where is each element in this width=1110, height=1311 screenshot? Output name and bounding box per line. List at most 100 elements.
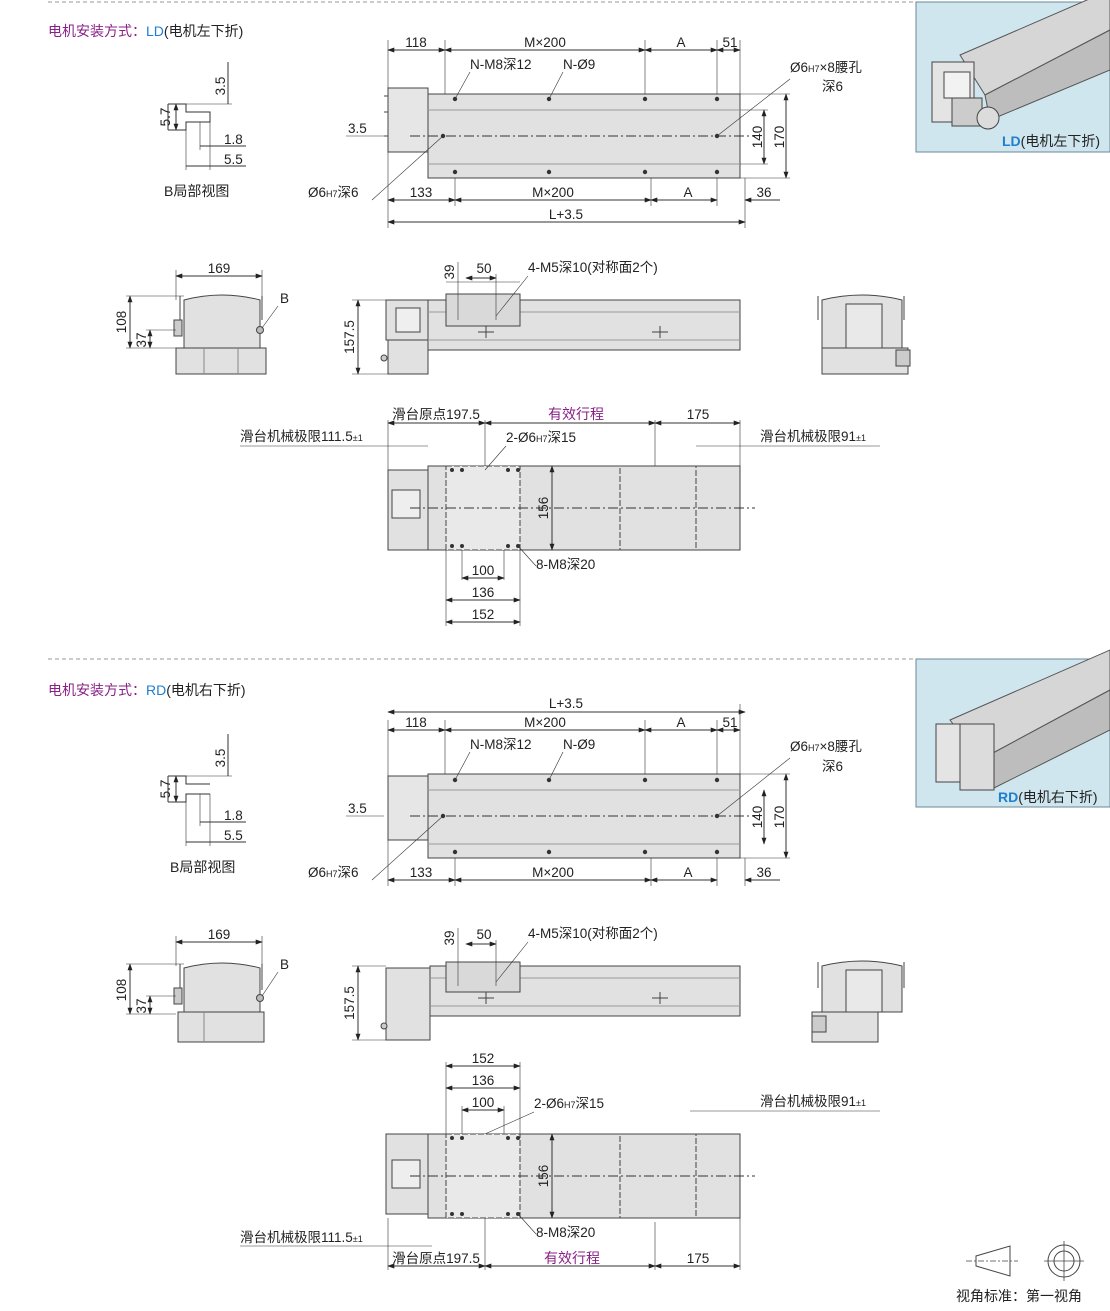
dim-3.5: 3.5 [348,801,367,816]
dim-100: 100 [472,1095,495,1110]
callout-n9: N-Ø9 [563,737,595,752]
iso-thumbnail: LD(电机左下折) [915,0,1110,153]
dim-b-5.7: 5.7 [158,108,173,127]
callout-pin2: 2-Ø6H7深15 [506,430,576,445]
b-detail-view: 3.5 5.7 1.8 5.5 B局部视图 [158,734,246,875]
callout-slot-depth: 深6 [822,79,843,94]
dim-b-3.5: 3.5 [213,77,228,96]
dim-36: 36 [756,185,771,200]
label-stroke: 有效行程 [548,406,604,422]
dim-51: 51 [722,35,737,50]
dim-136: 136 [472,585,495,600]
dim-a: A [676,35,685,50]
dim-51: 51 [722,715,737,730]
dim-39: 39 [442,930,457,945]
dim-140: 140 [750,126,765,149]
dim-a-bottom: A [683,185,692,200]
dim-3.5: 3.5 [348,121,367,136]
top-view: L+3.5 118 M×200 A 51 N-M8深12 [308,696,862,886]
plan-view: 滑台原点197.5 有效行程 175 滑台机械极限111.5±1 滑台机械极限9… [240,406,880,626]
dim-l35: L+3.5 [549,696,583,711]
dim-140: 140 [750,806,765,829]
dim-169: 169 [208,261,231,276]
section-ld: 电机安装方式：LD(电机左下折) LD(电机左下折) 3.5 5.7 [48,0,1110,626]
b-view-title: B局部视图 [170,859,235,875]
mount-heading: 电机安装方式：LD(电机左下折) [48,23,243,39]
callout-slot-depth: 深6 [822,759,843,774]
dim-b-1.8: 1.8 [224,808,243,823]
b-detail-view: 3.5 5.7 1.8 5.5 B局部视图 [158,62,246,199]
callout-m8x8: 8-M8深20 [536,557,595,572]
left-limit: 滑台机械极限111.5±1 [240,1230,363,1245]
dim-118: 118 [405,715,427,730]
mount-heading: 电机安装方式：RD(电机右下折) [48,682,246,698]
dim-100: 100 [472,563,495,578]
dim-a: A [676,715,685,730]
label-b: B [280,291,289,306]
side-view: 50 39 4-M5深10(对称面2个) 157.5 [342,260,741,375]
dim-170: 170 [772,126,787,149]
right-limit: 滑台机械极限91±1 [760,429,866,444]
dim-50: 50 [476,927,491,942]
dim-b-5.7: 5.7 [158,780,173,799]
dim-169: 169 [208,927,231,942]
label-stroke: 有效行程 [544,1250,600,1266]
dim-175: 175 [687,1251,710,1266]
callout-n9: N-Ø9 [563,57,595,72]
dim-b-3.5: 3.5 [213,749,228,768]
dim-m200: M×200 [524,35,566,50]
view-standard: 视角标准：第一视角 [956,1288,1082,1304]
callout-m8x8: 8-M8深20 [536,1225,595,1240]
callout-pin: Ø6H7深6 [308,865,359,880]
dim-37: 37 [134,332,149,347]
plan-view: 152 136 100 2-Ø6H7深15 滑台机械极限91±1 156 8-M… [240,1051,880,1270]
projection-symbol: 视角标准：第一视角 [956,1241,1084,1304]
dim-152: 152 [472,607,495,622]
dim-118: 118 [405,35,427,50]
dim-a-bottom: A [683,865,692,880]
callout-slot: Ø6H7×8腰孔 [790,60,862,75]
right-limit: 滑台机械极限91±1 [760,1094,866,1109]
dim-b-5.5: 5.5 [224,152,243,167]
left-limit: 滑台机械极限111.5±1 [240,429,363,444]
callout-nm8: N-M8深12 [470,57,532,72]
dim-l35: L+3.5 [549,207,583,222]
dim-origin: 滑台原点197.5 [392,1251,480,1266]
dim-136: 136 [472,1073,495,1088]
side-view: 50 39 4-M5深10(对称面2个) 157.5 [342,926,741,1041]
callout-m5: 4-M5深10(对称面2个) [528,260,658,275]
callout-slot: Ø6H7×8腰孔 [790,739,862,754]
iso-thumbnail: RD(电机右下折) [915,649,1110,808]
label-b: B [280,957,289,972]
left-end-view: 169 B 108 37 [114,261,289,375]
callout-nm8: N-M8深12 [470,737,532,752]
right-end-view [811,960,905,1043]
section-rd: 电机安装方式：RD(电机右下折) RD(电机右下折) 3.5 5.7 1.8 5… [48,649,1110,1270]
thumbnail-caption: RD(电机右下折) [998,789,1098,805]
dim-108: 108 [114,979,129,1002]
dim-133: 133 [410,185,433,200]
left-end-view: 169 B 108 37 [114,927,289,1043]
callout-pin: Ø6H7深6 [308,185,359,200]
thumbnail-caption: LD(电机左下折) [1002,133,1100,149]
dim-175: 175 [687,407,710,422]
dim-157.5: 157.5 [342,320,357,354]
dim-m200-bottom: M×200 [532,185,574,200]
dim-39: 39 [442,264,457,279]
dim-m200: M×200 [524,715,566,730]
right-end-view [817,294,911,375]
dim-m200-bottom: M×200 [532,865,574,880]
dim-b-1.8: 1.8 [224,132,243,147]
dim-156: 156 [536,497,551,520]
dim-108: 108 [114,311,129,334]
callout-pin2: 2-Ø6H7深15 [534,1096,604,1111]
dim-36: 36 [756,865,771,880]
dim-b-5.5: 5.5 [224,828,243,843]
dim-156: 156 [536,1165,551,1188]
dim-133: 133 [410,865,433,880]
dim-170: 170 [772,806,787,829]
dim-152: 152 [472,1051,495,1066]
callout-m5: 4-M5深10(对称面2个) [528,926,658,941]
dim-37: 37 [134,998,149,1013]
dim-50: 50 [476,261,491,276]
